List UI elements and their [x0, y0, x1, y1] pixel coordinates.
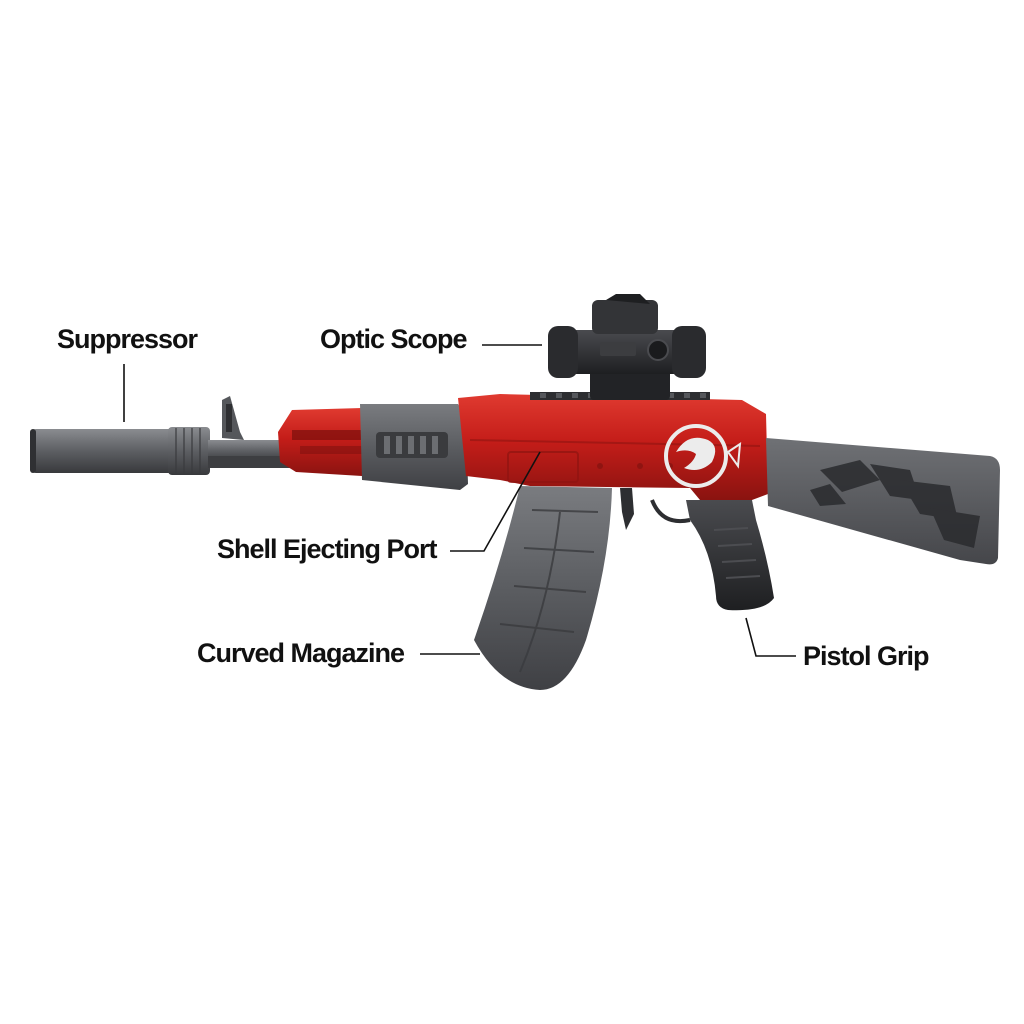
leader-lines: [123, 344, 796, 657]
label-shell-ejecting-port: Shell Ejecting Port: [217, 534, 438, 564]
grip-leader: [745, 617, 796, 657]
optic-scope-part: [548, 294, 706, 400]
receiver-part: [458, 392, 768, 500]
trigger-part: [620, 488, 691, 530]
label-pistol-grip: Pistol Grip: [803, 641, 930, 671]
label-curved-magazine: Curved Magazine: [197, 638, 405, 668]
gas-block-part: [278, 408, 362, 476]
curved-magazine-part: [474, 486, 612, 690]
shell-port-leader: [450, 451, 541, 552]
pistol-grip-part: [686, 500, 774, 611]
stock-part: [766, 438, 1000, 565]
barrel-part: [208, 396, 300, 468]
label-suppressor: Suppressor: [57, 324, 198, 354]
label-optic-scope: Optic Scope: [320, 324, 468, 354]
handguard-part: [360, 404, 468, 490]
suppressor-part: [30, 427, 210, 475]
